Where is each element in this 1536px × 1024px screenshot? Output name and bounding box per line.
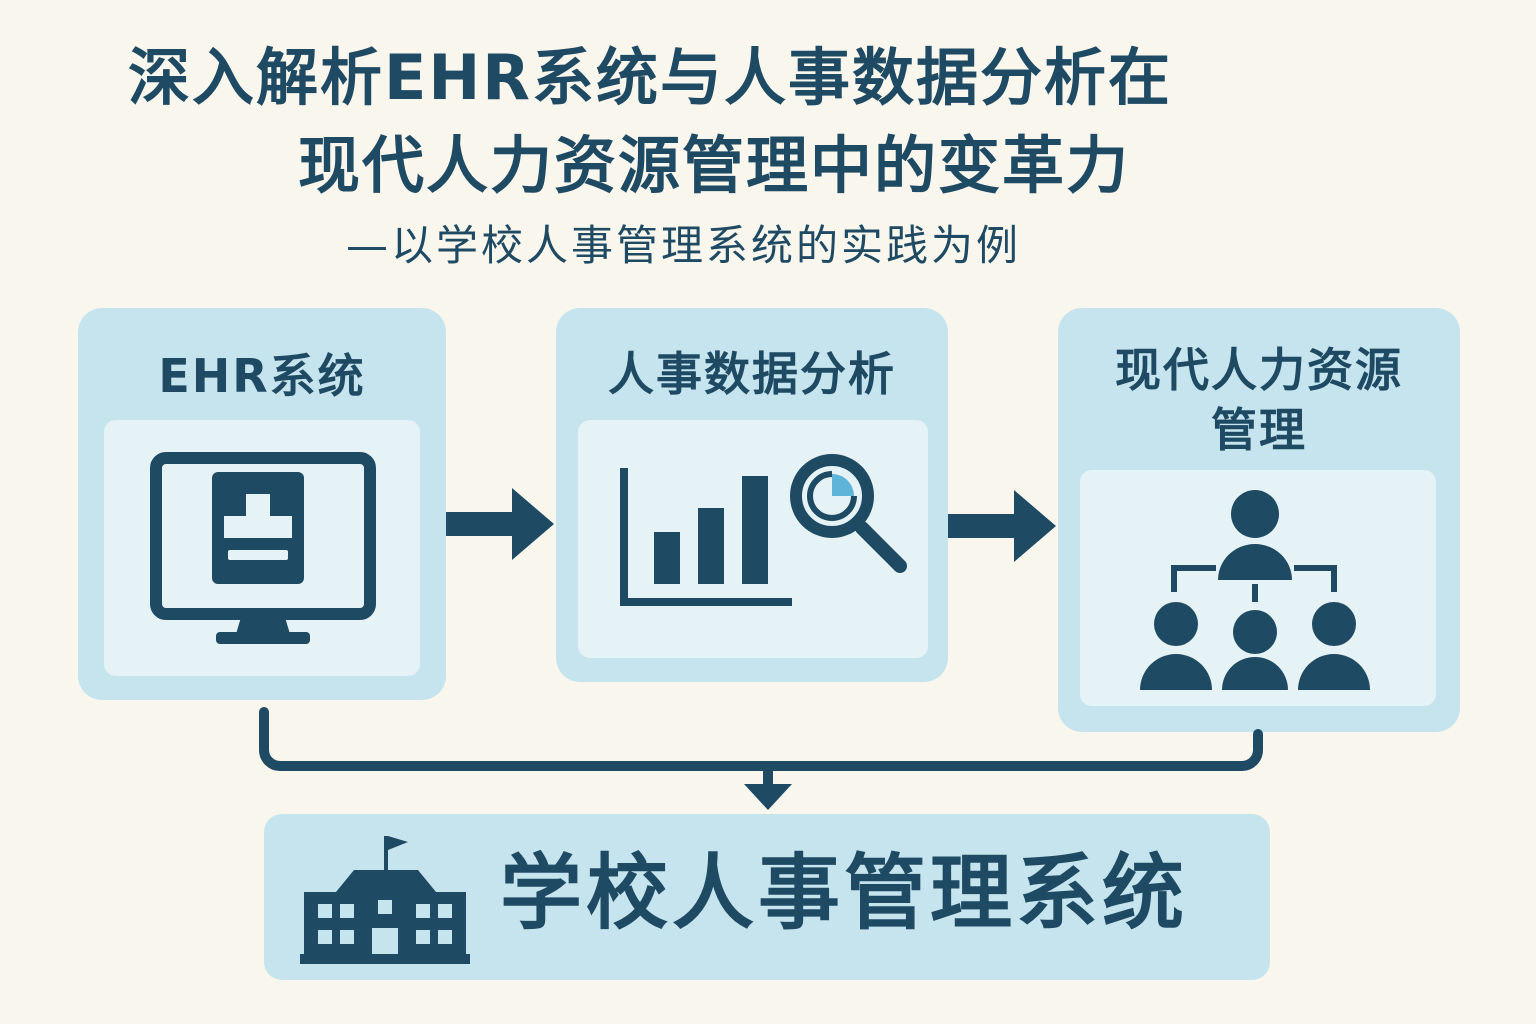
arrow-right-1 — [446, 488, 554, 560]
title-line-1: 深入解析EHR系统与人事数据分析在 — [128, 41, 1172, 114]
card-modern-hr-title-1: 现代人力资源 — [1115, 343, 1403, 397]
school-hr-system-label: 学校人事管理系统 — [500, 846, 1189, 941]
arrow-right-2 — [948, 490, 1056, 562]
bar-chart-magnifier-icon — [620, 454, 907, 606]
card-ehr-title: EHR系统 — [158, 349, 366, 403]
card-data-analysis-title: 人事数据分析 — [608, 347, 896, 401]
card-modern-hr: 现代人力资源 管理 — [1058, 308, 1460, 732]
merge-connector — [259, 707, 1263, 810]
title-line-2: 现代人力资源管理中的变革力 — [298, 129, 1131, 202]
school-building-icon — [300, 836, 470, 964]
card-modern-hr-title-2: 管理 — [1211, 403, 1307, 457]
subtitle: —以学校人事管理系统的实践为例 — [346, 221, 1022, 270]
org-hierarchy-icon — [1140, 490, 1370, 690]
computer-medical-icon — [150, 452, 376, 644]
